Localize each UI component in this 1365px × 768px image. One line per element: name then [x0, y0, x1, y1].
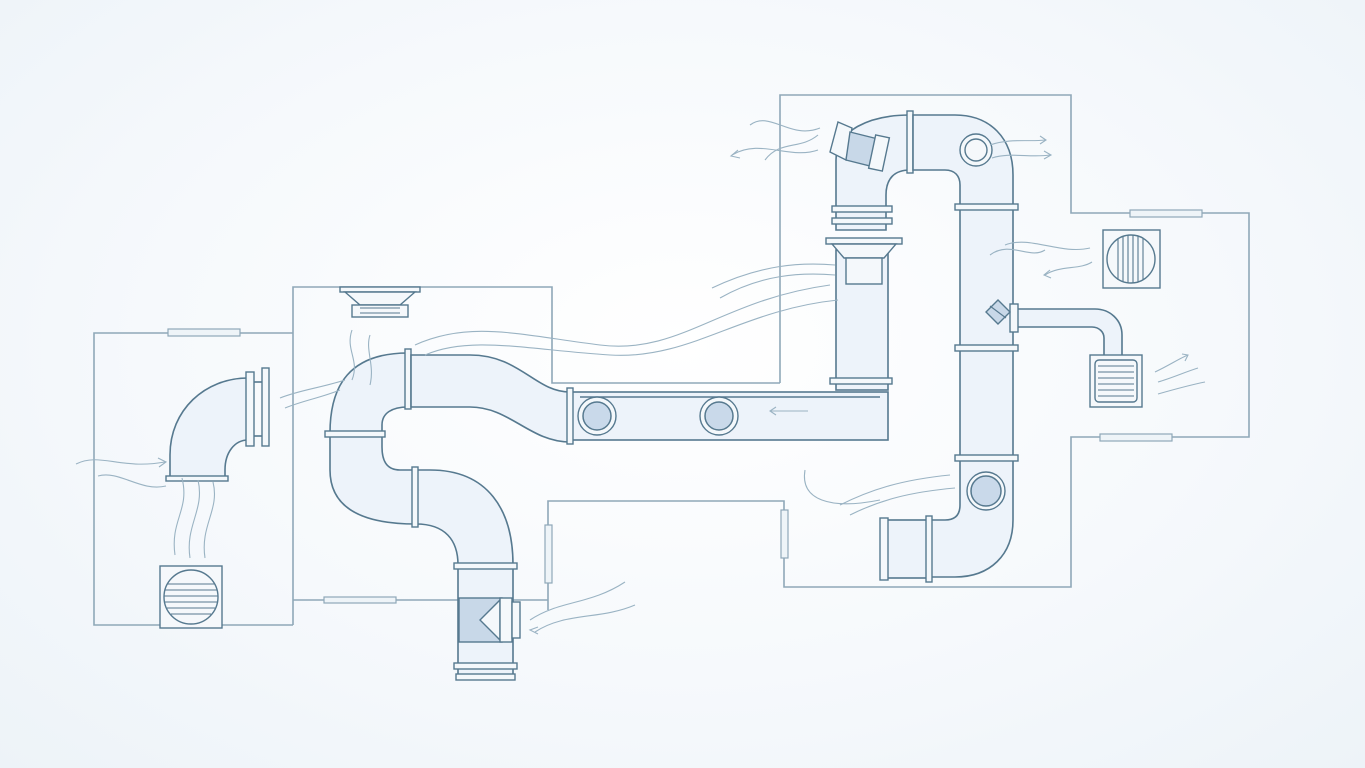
room-walls: [93, 94, 1250, 626]
airflow-lines: [75, 120, 1206, 635]
round-port-icon: [704, 401, 734, 431]
right-loop-duct: [879, 114, 1123, 583]
wall-grille-icon: [1089, 354, 1143, 408]
wall-center-room: [292, 286, 780, 625]
main-trunk-duct: [566, 387, 889, 445]
window-lower: [544, 524, 553, 584]
ceiling-diffuser-icon: [339, 286, 421, 318]
damper-icon: [458, 597, 521, 643]
center-s-duct: [324, 348, 571, 681]
round-port-icon: [964, 138, 988, 162]
round-grille-icon: [159, 565, 223, 629]
round-port-icon: [970, 475, 1002, 507]
square-grille-icon: [1102, 229, 1161, 289]
window-left: [167, 328, 241, 337]
left-elbow-duct: [165, 367, 270, 482]
window-right-top: [1129, 209, 1203, 218]
valve-icon: [829, 121, 891, 172]
round-port-icon: [582, 401, 612, 431]
window-lower-mid: [780, 509, 789, 559]
window-center: [323, 596, 397, 604]
window-right-bottom: [1099, 433, 1173, 442]
